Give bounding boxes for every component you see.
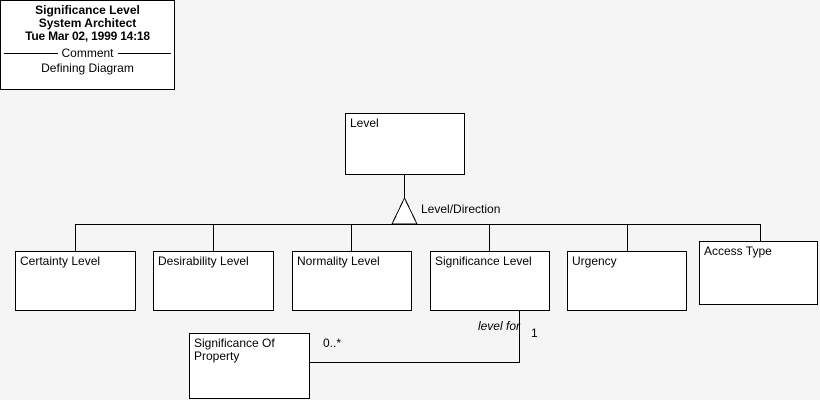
title-block-comment: Defining Diagram	[41, 61, 134, 75]
class-box-normality-level[interactable]: Normality Level	[292, 251, 412, 311]
class-box-urgency[interactable]: Urgency	[567, 251, 687, 311]
generalization-label: Level/Direction	[421, 202, 501, 216]
title-block-timestamp: Tue Mar 02, 1999 14:18	[25, 29, 150, 43]
divider-label: Comment	[61, 46, 114, 60]
class-box-certainty-level[interactable]: Certainty Level	[15, 251, 136, 311]
class-box-desirability-level[interactable]: Desirability Level	[153, 251, 274, 311]
class-name-label: Significance Level	[435, 254, 532, 268]
title-block-name: Significance Level	[35, 3, 140, 17]
class-box-access-type[interactable]: Access Type	[699, 241, 818, 305]
association-source-multiplicity: 1	[531, 326, 538, 340]
class-name-label: Normality Level	[297, 254, 380, 268]
class-name-label: Level	[350, 116, 379, 130]
class-name-label: Significance Of Property	[194, 336, 275, 363]
class-box-significance-of-property[interactable]: Significance Of Property	[189, 333, 310, 399]
class-name-label: Certainty Level	[20, 254, 101, 268]
class-name-label: Urgency	[572, 254, 617, 268]
class-name-label: Desirability Level	[158, 254, 249, 268]
association-role-label: level for	[477, 319, 520, 333]
title-block-tool: System Architect	[38, 16, 137, 30]
class-box-level[interactable]: Level	[345, 113, 465, 175]
generalization-triangle	[391, 196, 418, 225]
title-block-divider: Comment	[1, 47, 174, 59]
divider-rule-right	[117, 52, 172, 54]
title-block: Significance Level System Architect Tue …	[0, 0, 175, 90]
class-name-label: Access Type	[704, 244, 772, 258]
association-target-multiplicity: 0..*	[323, 336, 342, 350]
divider-rule-left	[4, 52, 58, 54]
class-box-significance-level[interactable]: Significance Level	[430, 251, 550, 311]
